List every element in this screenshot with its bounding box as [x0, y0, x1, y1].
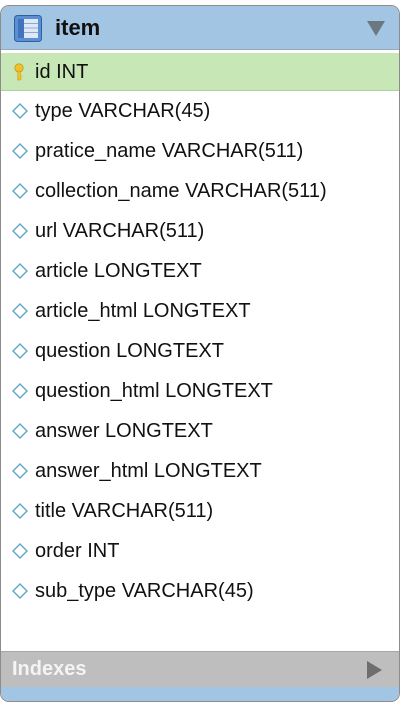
column-row[interactable]: article_html LONGTEXT — [1, 291, 399, 331]
triangle-right-icon[interactable] — [367, 661, 382, 679]
diamond-icon — [12, 583, 28, 599]
indexes-label: Indexes — [12, 658, 87, 680]
diamond-icon — [12, 223, 28, 239]
column-label: article LONGTEXT — [35, 260, 202, 282]
diamond-icon — [12, 463, 28, 479]
table-footer — [1, 687, 399, 701]
column-row[interactable]: answer_html LONGTEXT — [1, 451, 399, 491]
diamond-icon — [12, 183, 28, 199]
primary-key-column-row[interactable]: id INT — [1, 53, 399, 91]
column-row[interactable]: type VARCHAR(45) — [1, 91, 399, 131]
column-row[interactable]: article LONGTEXT — [1, 251, 399, 291]
table-icon — [14, 15, 42, 42]
table-item[interactable]: item id INT type VARCHAR(45) pratice_name … — [0, 5, 400, 702]
diamond-icon — [12, 143, 28, 159]
column-label: question_html LONGTEXT — [35, 380, 273, 402]
column-row[interactable]: pratice_name VARCHAR(511) — [1, 131, 399, 171]
column-row[interactable]: question_html LONGTEXT — [1, 371, 399, 411]
column-label: article_html LONGTEXT — [35, 300, 251, 322]
column-row[interactable]: answer LONGTEXT — [1, 411, 399, 451]
diamond-icon — [12, 383, 28, 399]
column-row[interactable]: title VARCHAR(511) — [1, 491, 399, 531]
column-label: id INT — [35, 60, 89, 83]
column-label: order INT — [35, 540, 120, 562]
column-row[interactable]: question LONGTEXT — [1, 331, 399, 371]
column-label: answer_html LONGTEXT — [35, 460, 262, 482]
table-header[interactable]: item — [1, 6, 399, 50]
triangle-down-icon[interactable] — [367, 21, 385, 36]
diamond-icon — [12, 303, 28, 319]
column-row[interactable]: sub_type VARCHAR(45) — [1, 571, 399, 611]
column-row[interactable]: order INT — [1, 531, 399, 571]
diamond-icon — [12, 503, 28, 519]
diamond-icon — [12, 103, 28, 119]
diamond-icon — [12, 423, 28, 439]
column-label: collection_name VARCHAR(511) — [35, 180, 327, 202]
diamond-icon — [12, 543, 28, 559]
column-label: pratice_name VARCHAR(511) — [35, 140, 304, 162]
table-name: item — [55, 15, 101, 40]
diamond-icon — [12, 343, 28, 359]
column-label: question LONGTEXT — [35, 340, 224, 362]
column-label: title VARCHAR(511) — [35, 500, 214, 522]
column-list: id INT type VARCHAR(45) pratice_name VARCH… — [1, 53, 399, 611]
column-label: answer LONGTEXT — [35, 420, 213, 442]
key-icon — [14, 62, 24, 80]
column-label: sub_type VARCHAR(45) — [35, 580, 254, 602]
column-row[interactable]: collection_name VARCHAR(511) — [1, 171, 399, 211]
column-label: type VARCHAR(45) — [35, 100, 211, 122]
indexes-section[interactable]: Indexes — [1, 651, 399, 687]
column-label: url VARCHAR(511) — [35, 220, 205, 242]
column-row[interactable]: url VARCHAR(511) — [1, 211, 399, 251]
diamond-icon — [12, 263, 28, 279]
